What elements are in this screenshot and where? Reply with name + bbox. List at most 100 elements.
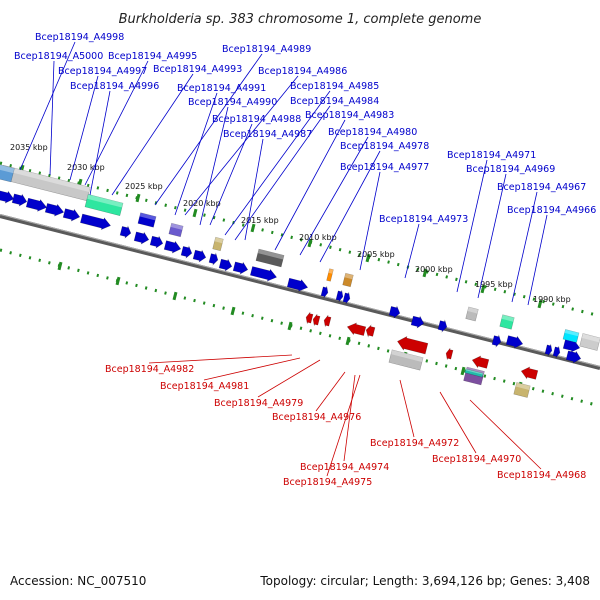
genome-summary-text: Topology: circular; Length: 3,694,126 bp… — [260, 574, 590, 588]
forward-gene-label: Bcep18194_A4987 — [223, 129, 312, 140]
forward-gene-arrow — [544, 344, 553, 357]
forward-gene-arrow — [80, 213, 111, 230]
forward-leader-line — [111, 73, 194, 196]
forward-gene-label: Bcep18194_A4985 — [290, 81, 379, 92]
forward-gene-arrow — [342, 292, 351, 305]
forward-gene-arrow — [437, 319, 448, 333]
reverse-leader-line — [315, 371, 346, 412]
reverse-leader-line — [326, 374, 361, 477]
forward-leader-line — [319, 150, 381, 263]
forward-gene-arrow — [62, 208, 81, 222]
inner-major-tick — [287, 321, 293, 331]
block-cyan — [562, 329, 580, 343]
forward-gene-label: Bcep18194_A4983 — [305, 110, 394, 121]
forward-gene-label: Bcep18194_A4977 — [340, 162, 429, 173]
forward-leader-line — [209, 123, 253, 226]
block-khaki — [212, 236, 224, 252]
forward-leader-line — [199, 106, 229, 226]
reverse-leader-line — [399, 379, 415, 438]
forward-gene-arrow — [180, 245, 193, 259]
forward-gene-arrow — [44, 203, 65, 217]
block-teal-stripe — [464, 368, 484, 378]
forward-gene-arrow — [232, 261, 249, 275]
reverse-gene-arrow — [471, 355, 490, 369]
reverse-gene-label: Bcep18194_A4976 — [272, 412, 361, 423]
forward-gene-label: Bcep18194_A4986 — [258, 66, 347, 77]
outer-major-tick — [422, 268, 428, 278]
reverse-leader-line — [469, 399, 542, 470]
forward-leader-line — [174, 92, 218, 216]
inner-major-tick — [345, 336, 351, 346]
block-green-small — [499, 314, 515, 330]
forward-gene-label: Bcep18194_A4971 — [447, 150, 536, 161]
forward-gene-label: Bcep18194_A4996 — [70, 81, 159, 92]
reverse-gene-arrow — [346, 322, 367, 336]
forward-gene-arrow — [286, 277, 309, 292]
forward-gene-label: Bcep18194_A4966 — [507, 205, 596, 216]
outer-major-tick — [537, 299, 543, 309]
forward-gene-arrow — [218, 258, 233, 272]
forward-gene-label: Bcep18194_A4989 — [222, 44, 311, 55]
forward-gene-arrow — [565, 350, 582, 364]
forward-gene-label: Bcep18194_A4997 — [58, 66, 147, 77]
reverse-leader-line — [148, 354, 293, 364]
reverse-gene-arrow — [397, 336, 429, 355]
map-title: Burkholderia sp. 383 chromosome 1, compl… — [119, 12, 482, 27]
forward-gene-label: Bcep18194_A4980 — [328, 127, 417, 138]
forward-gene-label: Bcep18194_A4993 — [153, 64, 242, 75]
scale-label: 1990 kbp — [533, 295, 571, 304]
reverse-gene-arrow — [305, 311, 314, 324]
label-leaders — [19, 41, 548, 477]
block-blue-edge — [0, 163, 15, 183]
reverse-gene-arrow — [520, 366, 539, 380]
forward-leader-line — [184, 75, 299, 216]
forward-gene-arrow — [491, 334, 502, 348]
reverse-gene-label: Bcep18194_A4975 — [283, 477, 372, 488]
outer-major-tick — [250, 223, 256, 233]
forward-gene-arrow — [25, 197, 48, 212]
forward-leader-line — [359, 171, 381, 271]
forward-gene-arrow — [388, 305, 401, 319]
forward-leader-line — [511, 191, 538, 303]
forward-leader-line — [274, 119, 346, 251]
forward-gene-arrow — [11, 193, 28, 207]
forward-gene-arrow — [119, 225, 132, 239]
reverse-leader-line — [257, 359, 321, 398]
forward-gene-label: Bcep18194_A4988 — [212, 114, 301, 125]
forward-leader-line — [244, 138, 264, 241]
scale-label: 2010 kbp — [299, 233, 337, 242]
inner-major-tick — [460, 366, 466, 376]
forward-gene-arrow — [410, 315, 425, 329]
forward-gene-arrow — [552, 346, 561, 359]
forward-leader-line — [299, 136, 369, 256]
reverse-gene-label: Bcep18194_A4974 — [300, 462, 389, 473]
forward-gene-arrow — [208, 252, 219, 266]
outer-major-tick — [480, 284, 486, 294]
reverse-gene-label: Bcep18194_A4970 — [432, 454, 521, 465]
block-slate — [168, 222, 184, 238]
block-grey-reverse — [388, 349, 424, 371]
forward-gene-arrow — [249, 266, 278, 282]
reverse-gene-arrow — [323, 314, 332, 327]
reverse-gene-label: Bcep18194_A4981 — [160, 381, 249, 392]
forward-leader-line — [477, 173, 507, 299]
scale-label: 1995 kbp — [475, 280, 513, 289]
forward-leader-line — [404, 223, 420, 279]
scale-label: 2035 kbp — [10, 143, 48, 152]
forward-leader-line — [234, 105, 331, 241]
inner-major-tick — [172, 291, 178, 301]
block-navy — [137, 212, 157, 228]
forward-gene-label: Bcep18194_A4973 — [379, 214, 468, 225]
forward-leader-line — [89, 90, 111, 196]
reverse-gene-arrow — [445, 347, 454, 360]
forward-leader-line — [49, 60, 55, 176]
forward-gene-arrow — [163, 240, 182, 254]
forward-leader-line — [224, 90, 331, 236]
accession-text: Accession: NC_007510 — [10, 574, 147, 588]
reverse-leader-line — [343, 374, 356, 462]
block-dark-grey — [255, 248, 285, 268]
forward-gene-arrow — [335, 290, 344, 303]
forward-leader-line — [154, 53, 263, 206]
